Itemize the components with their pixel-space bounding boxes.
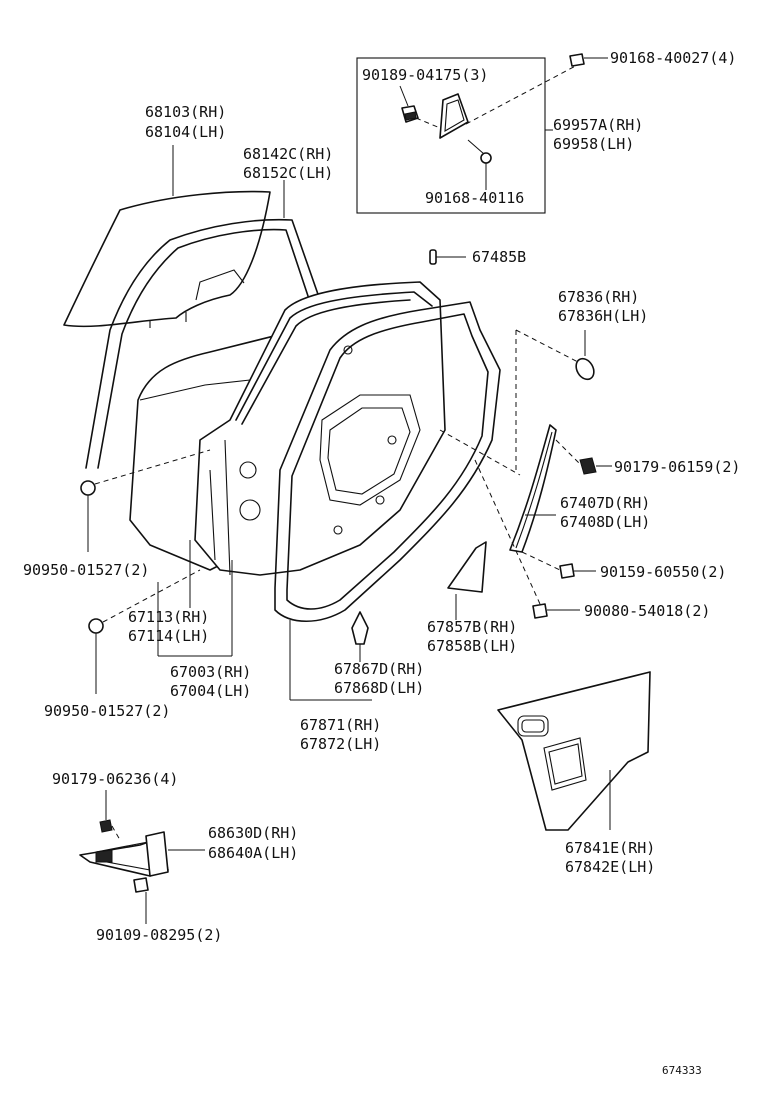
door-moulding-67407d [439, 424, 612, 579]
label-67868d: 67868D(LH) [334, 679, 424, 697]
door-inner-frame [194, 281, 446, 576]
label-67858b: 67858B(LH) [427, 637, 517, 655]
trim-board-67841e [497, 671, 651, 831]
label-67836: 67836(RH) [558, 288, 639, 306]
door-check-68630d [79, 790, 205, 924]
label-67836h: 67836H(LH) [558, 307, 648, 325]
label-67004: 67004(LH) [170, 682, 251, 700]
door-weatherstrip [274, 301, 501, 701]
label-67871: 67871(RH) [300, 716, 381, 734]
label-90950-01527-a: 90950-01527(2) [23, 561, 149, 579]
trim-board-shape [497, 671, 651, 831]
label-68142c: 68142C(RH) [243, 145, 333, 163]
glass-run [85, 180, 321, 469]
label-69957a: 69957A(RH) [553, 116, 643, 134]
clip-90080 [474, 459, 580, 619]
plugs-90950 [80, 449, 211, 694]
callout-labels: 90168-40027(4) 90189-04175(3) 69957A(RH)… [23, 49, 740, 1077]
service-hole [319, 394, 421, 506]
label-67842e: 67842E(LH) [565, 858, 655, 876]
label-90109-08295: 90109-08295(2) [96, 926, 222, 944]
label-67003: 67003(RH) [170, 663, 251, 681]
label-68640a: 68640A(LH) [208, 844, 298, 862]
label-68104: 68104(LH) [145, 123, 226, 141]
label-67867d: 67867D(RH) [334, 660, 424, 678]
label-67872: 67872(LH) [300, 735, 381, 753]
hinge-leaders [157, 540, 233, 657]
label-90179-06159: 90179-06159(2) [614, 458, 740, 476]
label-68152c: 68152C(LH) [243, 164, 333, 182]
seal-67857b [447, 541, 487, 620]
label-67485b: 67485B [472, 248, 526, 266]
label-67114: 67114(LH) [128, 627, 209, 645]
label-90159-60550: 90159-60550(2) [600, 563, 726, 581]
quarter-garnish-shape [439, 93, 469, 139]
door-glass [63, 145, 271, 328]
label-67841e: 67841E(RH) [565, 839, 655, 857]
door-frame-shape [194, 281, 446, 576]
label-67113: 67113(RH) [128, 608, 209, 626]
label-67408d: 67408D(LH) [560, 513, 650, 531]
label-68630d: 68630D(RH) [208, 824, 298, 842]
label-68103: 68103(RH) [145, 103, 226, 121]
label-67857b: 67857B(RH) [427, 618, 517, 636]
label-90080-54018: 90080-54018(2) [584, 602, 710, 620]
label-67407d: 67407D(RH) [560, 494, 650, 512]
plug-67485b [429, 249, 466, 265]
figure-code: 674333 [662, 1064, 702, 1077]
label-90189-04175: 90189-04175(3) [362, 66, 488, 84]
label-90950-01527-b: 90950-01527(2) [44, 702, 170, 720]
quarter-window-inset [356, 53, 608, 214]
clip-67867d [351, 611, 369, 662]
cushion-67836 [515, 329, 595, 470]
label-90168-40116: 90168-40116 [425, 189, 524, 207]
label-90179-06236: 90179-06236(4) [52, 770, 178, 788]
label-90168-40027: 90168-40027(4) [610, 49, 736, 67]
label-69958: 69958(LH) [553, 135, 634, 153]
